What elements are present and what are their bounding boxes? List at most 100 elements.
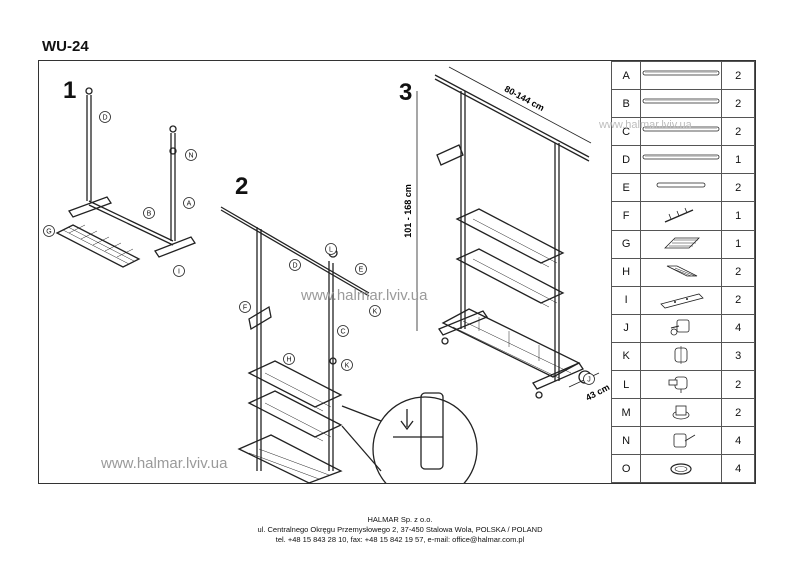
large-shelf-icon: [664, 237, 701, 249]
part-picture: [640, 426, 723, 456]
part-letter: F: [610, 201, 642, 231]
model-title: WU-24: [42, 38, 89, 55]
part-quantity: 2: [721, 285, 755, 315]
dimension-width: 80-144 cm: [503, 84, 546, 113]
instruction-frame: D N B A G I D L E K F C K H J 80-144 cm …: [38, 60, 756, 484]
part-letter: H: [610, 257, 642, 287]
part-quantity: 2: [721, 398, 755, 428]
part-picture: [640, 229, 723, 259]
long-tube-icon: [642, 70, 720, 75]
callout-step2-2: E: [359, 267, 364, 274]
part-quantity: 4: [721, 454, 755, 484]
long-tube-icon: [642, 126, 720, 132]
part-quantity: 2: [721, 117, 755, 147]
callout-step2-3: K: [373, 309, 378, 316]
step-number-1: 1: [63, 77, 77, 104]
dimension-height: 101 - 168 cm: [403, 184, 413, 238]
part-quantity: 4: [721, 426, 755, 456]
callout-step2-1: L: [329, 247, 333, 254]
part-letter: G: [610, 229, 642, 259]
part-picture: [640, 285, 723, 315]
callout-step2-0: D: [292, 263, 297, 270]
part-quantity: 1: [721, 201, 755, 231]
part-letter: L: [610, 370, 642, 400]
part-letter: A: [610, 60, 642, 91]
screw-cap-icon: [672, 405, 690, 420]
part-letter: E: [610, 173, 642, 203]
part-picture: [640, 201, 723, 231]
watermark-top: www.halmar.lviv.ua: [599, 119, 692, 131]
footer-company: HALMAR Sp. z o.o.: [367, 515, 433, 524]
part-letter: M: [610, 398, 642, 428]
step1-drawing: [55, 87, 196, 268]
part-picture: [640, 89, 723, 119]
assembly-drawing: D N B A G I D L E K F C K H J 80-144 cm …: [43, 66, 611, 483]
step-number-2: 2: [235, 173, 249, 200]
part-picture: [640, 145, 723, 175]
callout-step2-5: C: [340, 329, 345, 336]
long-tube-icon: [642, 98, 720, 104]
footer-contact: tel. +48 15 843 28 10, fax: +48 15 842 1…: [275, 535, 525, 544]
callout-step2-6: K: [345, 363, 350, 370]
hook-bar-icon: [665, 207, 694, 223]
watermark-bottom: www.halmar.lviv.ua: [101, 455, 228, 472]
part-letter: K: [610, 341, 642, 372]
callout-step1-4: G: [46, 229, 51, 236]
callout-step2-4: F: [243, 305, 247, 312]
part-letter: D: [610, 145, 642, 175]
part-picture: [640, 257, 723, 287]
short-tube-icon: [656, 182, 706, 188]
foot-base-icon: [660, 293, 705, 309]
callout-step1-2: B: [147, 211, 152, 218]
part-letter: B: [610, 89, 642, 119]
part-picture: [640, 173, 723, 203]
part-letter: J: [610, 313, 642, 343]
part-picture: [640, 370, 723, 400]
part-quantity: 4: [721, 313, 755, 343]
dimension-depth: 43 cm: [584, 382, 611, 403]
caster-wheel-icon: [670, 319, 690, 336]
ring-washer-icon: [670, 463, 692, 475]
step-number-3: 3: [399, 79, 413, 106]
tube-clamp-icon: [674, 346, 688, 365]
part-quantity: 3: [721, 341, 755, 372]
part-picture: [640, 454, 723, 484]
part-quantity: 1: [721, 145, 755, 175]
step2-drawing: [220, 206, 478, 483]
part-quantity: 2: [721, 370, 755, 400]
long-tube-icon: [642, 154, 720, 160]
part-letter: I: [610, 285, 642, 315]
part-picture: [640, 313, 723, 343]
footer-address: ul. Centralnego Okręgu Przemysłowego 2, …: [257, 525, 543, 534]
step3-drawing: [416, 66, 600, 399]
callout-step1-3: A: [187, 201, 192, 208]
part-quantity: 2: [721, 89, 755, 119]
part-letter: N: [610, 426, 642, 456]
part-quantity: 2: [721, 173, 755, 203]
part-quantity: 2: [721, 257, 755, 287]
watermark-middle: www.halmar.lviv.ua: [301, 287, 428, 304]
callout-step1-0: D: [102, 115, 107, 122]
callout-step1-1: N: [188, 153, 193, 160]
part-picture: [640, 60, 723, 91]
callout-step2-7: H: [286, 357, 291, 364]
t-connector-icon: [668, 376, 688, 393]
part-letter: O: [610, 454, 642, 484]
callout-step1-5: I: [178, 269, 180, 276]
part-quantity: 2: [721, 60, 755, 91]
part-picture: [640, 341, 723, 372]
